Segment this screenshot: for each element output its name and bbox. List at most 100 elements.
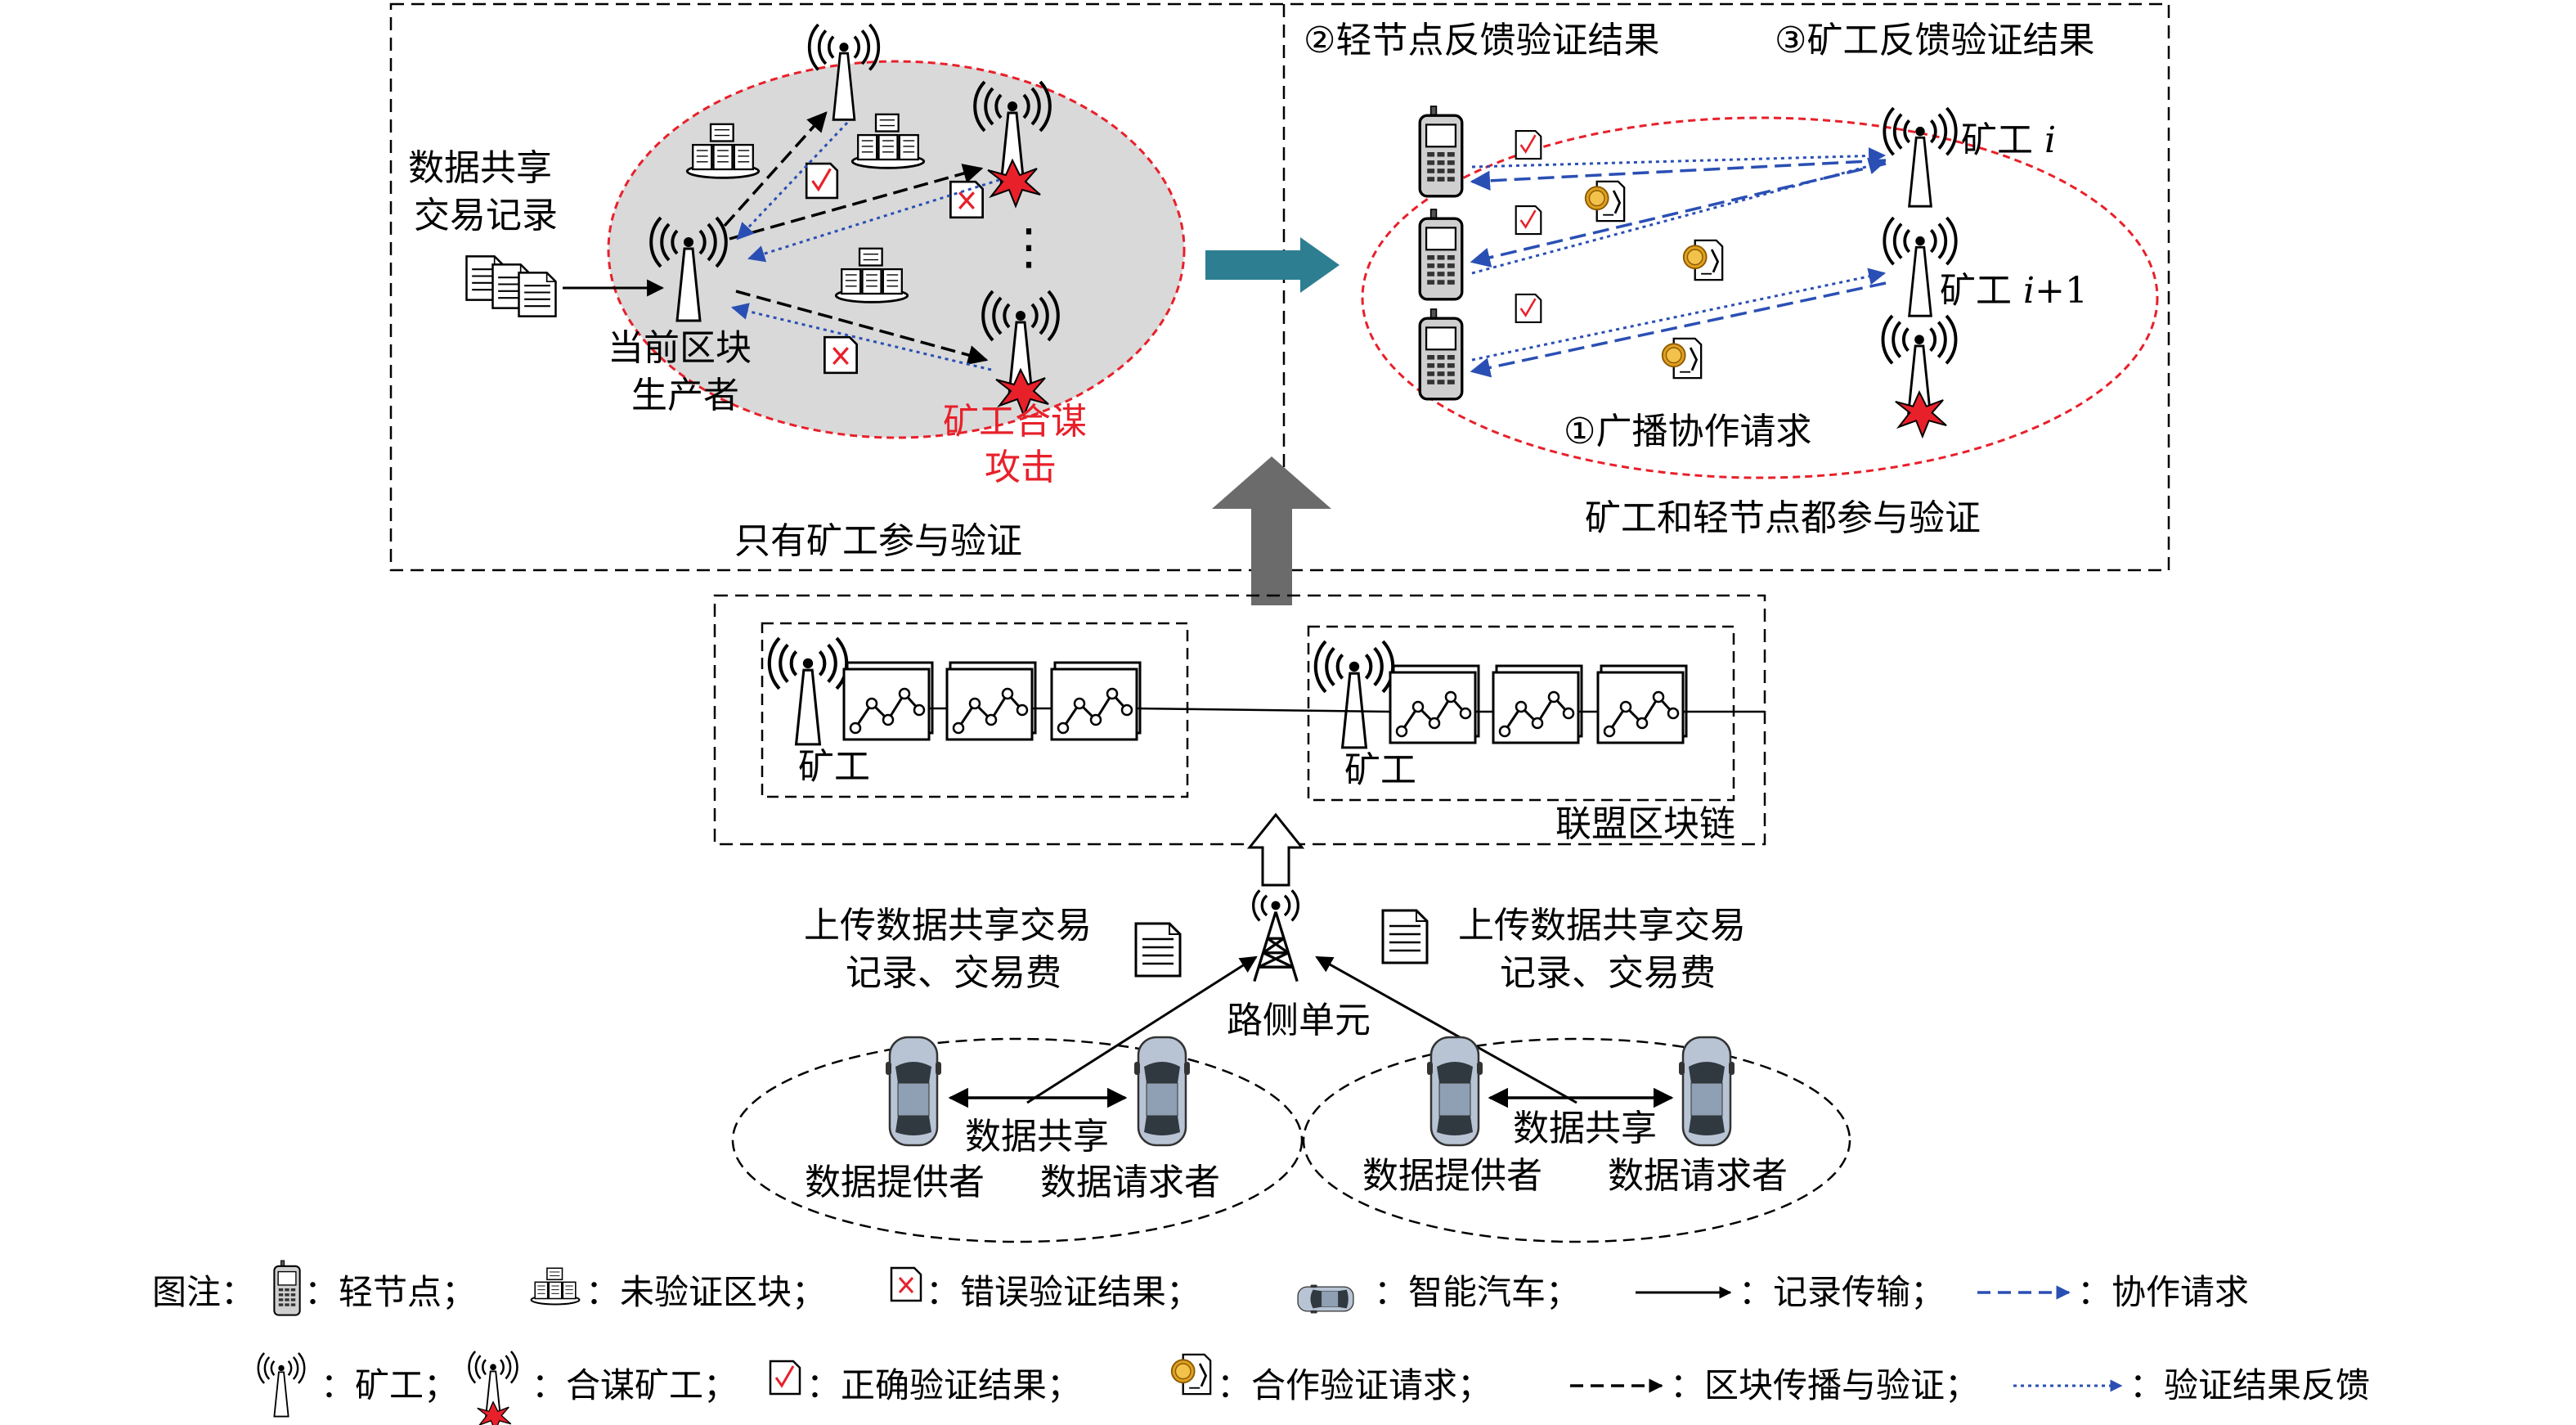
legend-coop-request-icon <box>1170 1353 1212 1396</box>
upload-right-line-2: 记录、交易费 <box>1500 952 1716 994</box>
miner-i1-label-suffix: +1 <box>2035 270 2088 312</box>
big-up-arrow <box>1212 456 1331 605</box>
transition-arrow <box>1205 237 1340 293</box>
source-label-line-1: 数据共享 <box>408 147 552 189</box>
right-result-doc-icon <box>805 162 839 200</box>
miner-i-tower-icon <box>1883 106 1958 209</box>
light-node-phone-icon <box>1418 208 1464 301</box>
source-label-line-2: 交易记录 <box>414 195 558 236</box>
miner-i1-label-var: i <box>2023 270 2035 312</box>
cooperation-request-arrows <box>1470 159 1887 378</box>
chain-block-icon <box>1389 664 1480 744</box>
collusion-attack-label: 矿工合谋 攻击 <box>943 401 1098 488</box>
roadside-unit-icon <box>1252 888 1299 983</box>
legend-light-node: ：轻节点； <box>304 1272 476 1312</box>
producer-label-line-1: 当前区块 <box>608 327 752 369</box>
producer-label-line-2: 生产者 <box>631 375 739 416</box>
legend-colluding-miner: ：合谋矿工； <box>532 1365 738 1405</box>
miner-ellipsis: ⋮ <box>1004 218 1053 276</box>
right-result-doc-icon <box>1515 129 1542 160</box>
hollow-up-arrow <box>1246 812 1305 887</box>
legend-unverified-block-icon <box>530 1267 581 1306</box>
result-feedback-arrows <box>1471 147 1887 362</box>
step2-label: ②轻节点反馈验证结果 <box>1304 20 1659 61</box>
chain-block-icon <box>1596 664 1688 744</box>
left-panel-footer: 只有矿工参与验证 <box>734 520 1022 562</box>
smart-car-icon <box>1677 1036 1736 1147</box>
legend-block-propagation: ：区块传播与验证； <box>1670 1365 1979 1405</box>
chain-block-icon <box>1492 664 1583 744</box>
transaction-record-docs <box>465 255 557 317</box>
upload-left-line-2: 记录、交易费 <box>846 952 1061 994</box>
smart-car-icon <box>884 1036 943 1147</box>
legend-wrong-result: ：错误验证结果； <box>926 1272 1200 1312</box>
upload-right-label: 上传数据共享交易 记录、交易费 <box>1458 905 1757 994</box>
legend: 图注： ：轻节点； ：未验证区块； ：错误验证结果； ：智能汽车； ：记录传输；… <box>152 1259 2370 1425</box>
smart-car-icon <box>1425 1036 1484 1147</box>
legend-coop-request: ：协作请求 <box>2077 1272 2249 1312</box>
data-share-label-left: 数据共享 <box>965 1116 1109 1158</box>
roadside-section: 路侧单元 上传数据共享交易 记录、交易费 上传数据共享交易 记录、交易费 数据共… <box>731 888 1851 1243</box>
coop-request-icon <box>1661 337 1703 380</box>
upload-arrow-left <box>1026 955 1258 1104</box>
miner-i-label-text: 矿工 <box>1961 119 2044 161</box>
upload-left-line-1: 上传数据共享交易 <box>804 905 1092 946</box>
wrong-result-doc-icon <box>823 335 859 375</box>
legend-right-result-icon <box>769 1360 801 1396</box>
legend-prefix: 图注： <box>152 1272 255 1312</box>
miner-i1-label-text: 矿工 <box>1940 270 2023 312</box>
light-node-phone-icon <box>1418 308 1464 401</box>
source-label: 数据共享 交易记录 <box>408 147 563 236</box>
provider-label-left: 数据提供者 <box>805 1162 985 1203</box>
step3-label: ③矿工反馈验证结果 <box>1775 20 2094 61</box>
verification-feedback-arrows <box>730 121 1000 371</box>
legend-car-icon <box>1297 1283 1354 1315</box>
cooperation-ellipse <box>1361 116 2159 479</box>
chain-miner-tower-icon-2 <box>1316 641 1393 748</box>
upload-left-label: 上传数据共享交易 记录、交易费 <box>804 905 1103 994</box>
collusion-attack-label-line-2: 攻击 <box>985 447 1057 488</box>
requester-label-right: 数据请求者 <box>1608 1155 1788 1197</box>
miner-i-label-var: i <box>2044 119 2056 161</box>
collusion-attack-label-line-1: 矿工合谋 <box>943 401 1087 443</box>
legend-smart-car: ：智能汽车； <box>1374 1272 1580 1312</box>
left-subpanel: ⋮ 数据共享 交易记录 当前区块 生产者 矿工合谋 攻击 只有矿工参与验证 <box>408 23 1186 562</box>
colluding-miner-tower-icon-3 <box>1883 316 1955 437</box>
consortium-chain: 矿工 矿工 联盟区块链 <box>713 594 1766 846</box>
legend-record-transfer: ：记录传输； <box>1739 1272 1945 1312</box>
chain-miner-label-2: 矿工 <box>1344 749 1416 791</box>
step1-label: ①广播协作请求 <box>1564 411 1811 452</box>
chain-miner-label-1: 矿工 <box>798 746 870 788</box>
upload-arrow-right <box>1315 955 1577 1104</box>
miner-i-label: 矿工 i <box>1961 119 2056 161</box>
producer-label: 当前区块 生产者 <box>608 327 763 416</box>
miner-i1-label: 矿工 i+1 <box>1940 270 2088 312</box>
provider-label-right: 数据提供者 <box>1362 1155 1542 1197</box>
chain-block-icon <box>1050 661 1142 741</box>
coop-request-icon <box>1682 239 1724 281</box>
chain-block-icon <box>842 661 934 741</box>
chain-links <box>929 707 1765 713</box>
block-propagation-arrows <box>723 111 989 365</box>
miner-group-frame-2 <box>1307 625 1735 802</box>
legend-coop-verify-request: ：合作验证请求； <box>1217 1365 1492 1405</box>
data-share-label-right: 数据共享 <box>1513 1108 1657 1149</box>
right-subpanel: ②轻节点反馈验证结果 ③矿工反馈验证结果 矿工 i 矿工 i+1 <box>1304 20 2159 539</box>
coop-request-icon <box>1584 180 1626 223</box>
legend-phone-icon <box>273 1259 301 1316</box>
consortium-frame <box>713 594 1766 846</box>
legend-unverified-block: ：未验证区块； <box>586 1272 826 1312</box>
vehicle-group-ellipse-left <box>731 1037 1304 1243</box>
legend-colluding-miner-icon <box>469 1351 518 1425</box>
light-node-phone-icon <box>1418 105 1464 198</box>
right-result-doc-icon <box>1515 293 1542 324</box>
legend-result-feedback: ：验证结果反馈 <box>2129 1365 2370 1405</box>
upload-doc-icon <box>1134 922 1182 978</box>
legend-wrong-result-icon <box>890 1266 922 1302</box>
consortium-label: 联盟区块链 <box>1555 803 1735 845</box>
legend-miner: ：矿工； <box>321 1365 458 1405</box>
smart-car-icon <box>1133 1036 1192 1147</box>
chain-miner-tower-icon-1 <box>770 638 846 744</box>
upload-doc-icon <box>1381 909 1429 964</box>
